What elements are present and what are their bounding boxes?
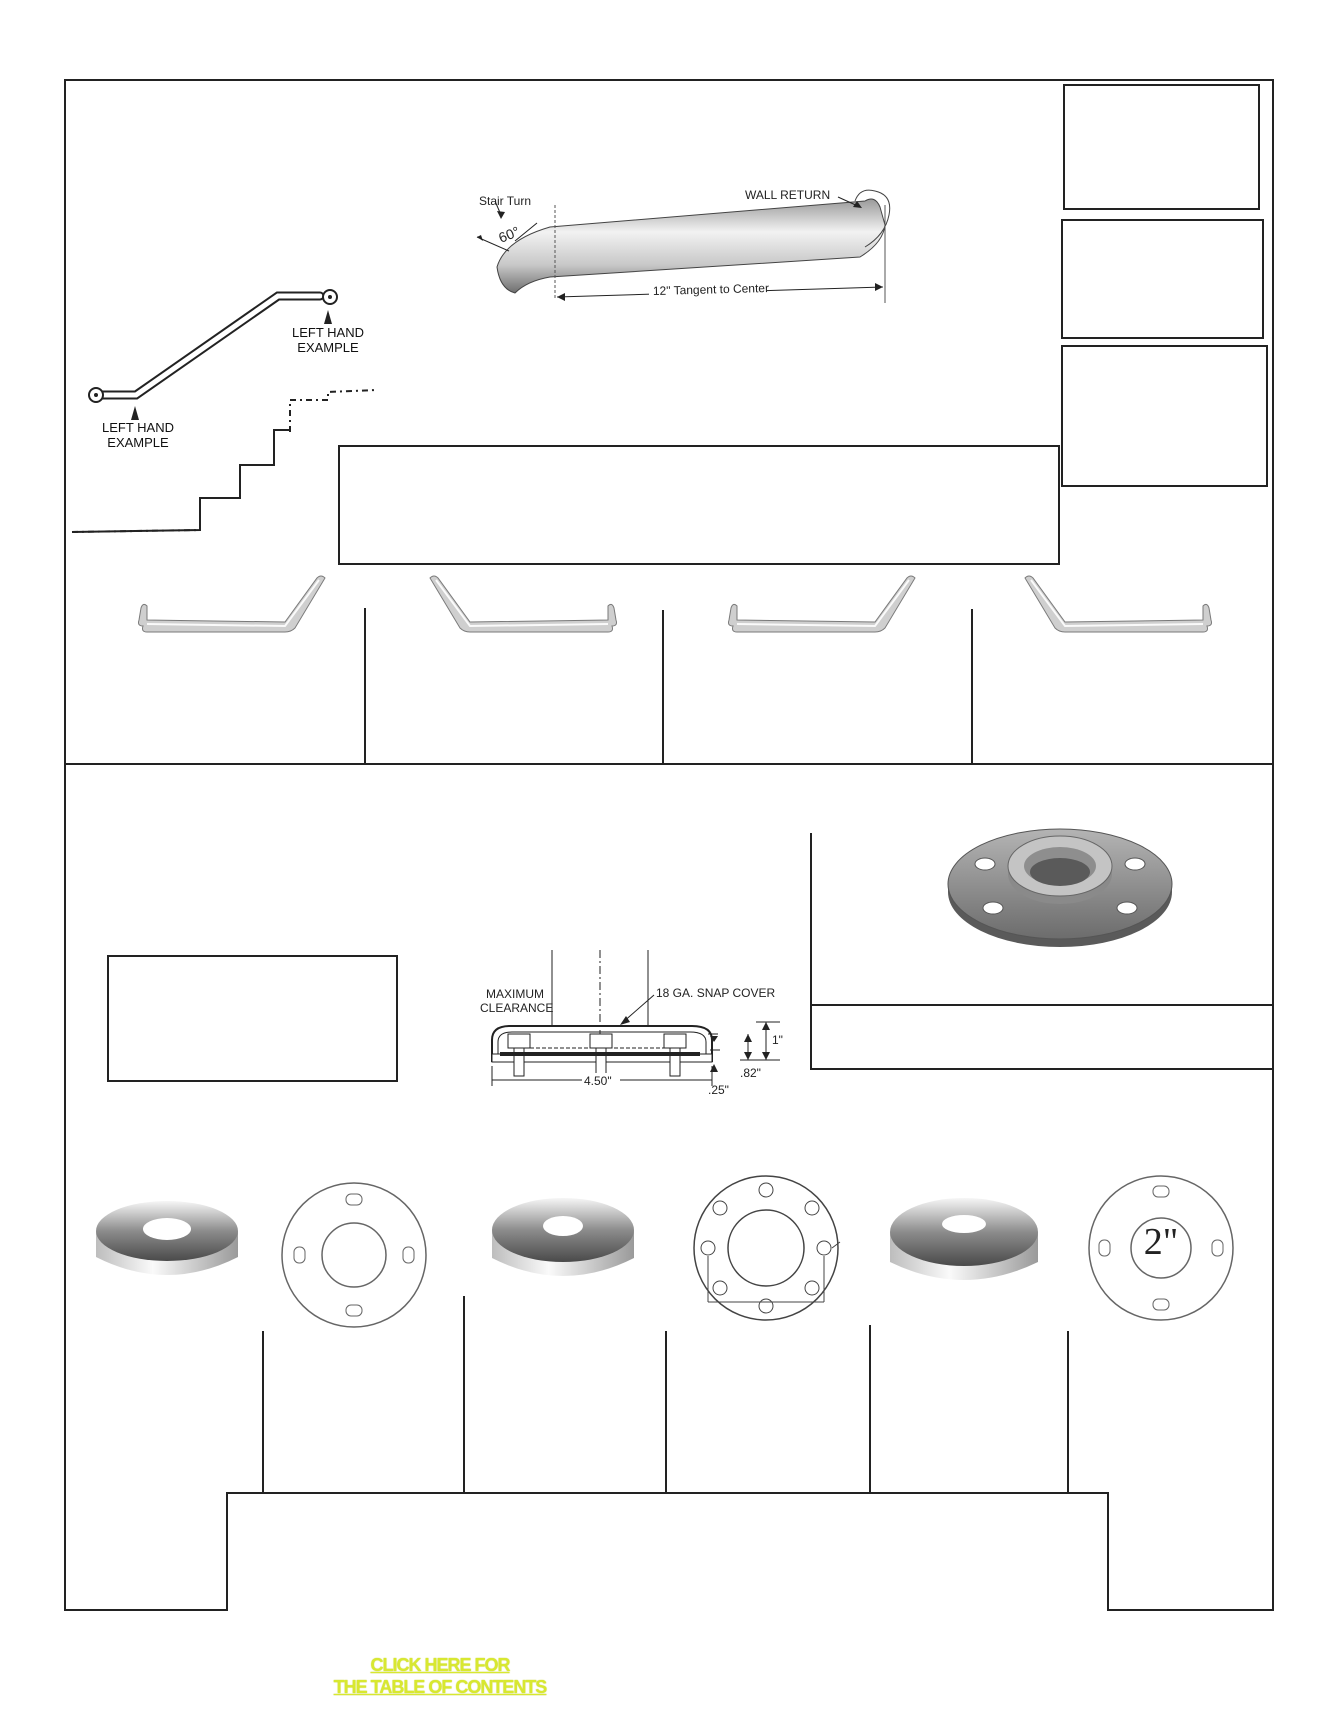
left-hand-label-2: LEFT HAND EXAMPLE <box>292 325 364 355</box>
handrail-right-return-1 <box>138 575 326 633</box>
table-of-contents-link[interactable]: CLICK HERE FOR THE TABLE OF CONTENTS <box>300 1654 580 1698</box>
handrail-divider-3 <box>971 609 973 764</box>
flange-divider-1 <box>262 1331 264 1493</box>
info-box-2 <box>1061 219 1264 339</box>
dim-025: .25" <box>708 1083 729 1097</box>
flange-divider-4 <box>869 1325 871 1493</box>
snap-cover-3 <box>890 1198 1038 1280</box>
dim-1: 1" <box>772 1033 783 1047</box>
page-frame <box>64 79 1274 1611</box>
frame-step-left <box>226 1492 228 1611</box>
info-box-1 <box>1063 84 1260 210</box>
flange-divider-3 <box>665 1331 667 1493</box>
snap-cover-1 <box>96 1201 238 1275</box>
description-box <box>338 445 1060 565</box>
handrail-left-return-1 <box>429 575 617 633</box>
toc-line-1: CLICK HERE FOR <box>370 1655 511 1675</box>
note-box <box>107 955 398 1082</box>
toc-line-2: THE TABLE OF CONTENTS <box>333 1677 548 1697</box>
flange-divider-5 <box>1067 1331 1069 1493</box>
snap-cover-section-diagram: MAXIMUM CLEARANCE 18 GA. SNAP COVER 4.50… <box>480 950 783 1097</box>
wall-return-label: WALL RETURN <box>745 188 830 202</box>
tangent-label: 12" Tangent to Center <box>653 281 769 298</box>
handrail-divider-1 <box>364 608 366 764</box>
dim-082: .82" <box>740 1066 761 1080</box>
dim-450: 4.50" <box>584 1074 612 1088</box>
flange-plate-outline-2in <box>1088 1175 1234 1321</box>
frame-step-top <box>226 1492 1109 1494</box>
left-hand-label-1: LEFT HAND EXAMPLE <box>102 420 174 450</box>
flange-plate-outline-2 <box>693 1175 841 1321</box>
flange-panel-left-edge <box>810 833 812 1070</box>
max-clearance-label-1: MAXIMUM <box>486 987 544 1001</box>
info-box-3 <box>1061 345 1268 487</box>
handrail-left-return-2 <box>1024 575 1212 633</box>
flange-size-label: 2" <box>1143 1221 1179 1263</box>
floor-flange-image <box>947 828 1173 947</box>
snap-cover-2 <box>492 1198 634 1276</box>
snap-cover-label: 18 GA. SNAP COVER <box>656 986 775 1000</box>
wall-return-rail-diagram: Stair Turn 60° WALL RETURN 12" Tangent t… <box>476 188 891 303</box>
frame-step-right <box>1107 1492 1109 1611</box>
flange-divider-2 <box>463 1296 465 1493</box>
frame-bottom-left <box>64 1609 228 1611</box>
stair-turn-label: Stair Turn <box>479 194 531 208</box>
flange-plate-outline-1 <box>281 1182 427 1328</box>
handrail-right-return-2 <box>728 575 916 633</box>
flange-panel-mid <box>810 1004 1274 1006</box>
handrail-divider-2 <box>662 610 664 764</box>
frame-bottom-right <box>1107 1609 1274 1611</box>
max-clearance-label-2: CLEARANCE <box>480 1001 553 1015</box>
stair-rail-diagram <box>71 289 377 533</box>
flange-panel-bottom <box>810 1068 1274 1070</box>
section-divider <box>64 763 1274 765</box>
angle-label: 60° <box>496 223 522 246</box>
